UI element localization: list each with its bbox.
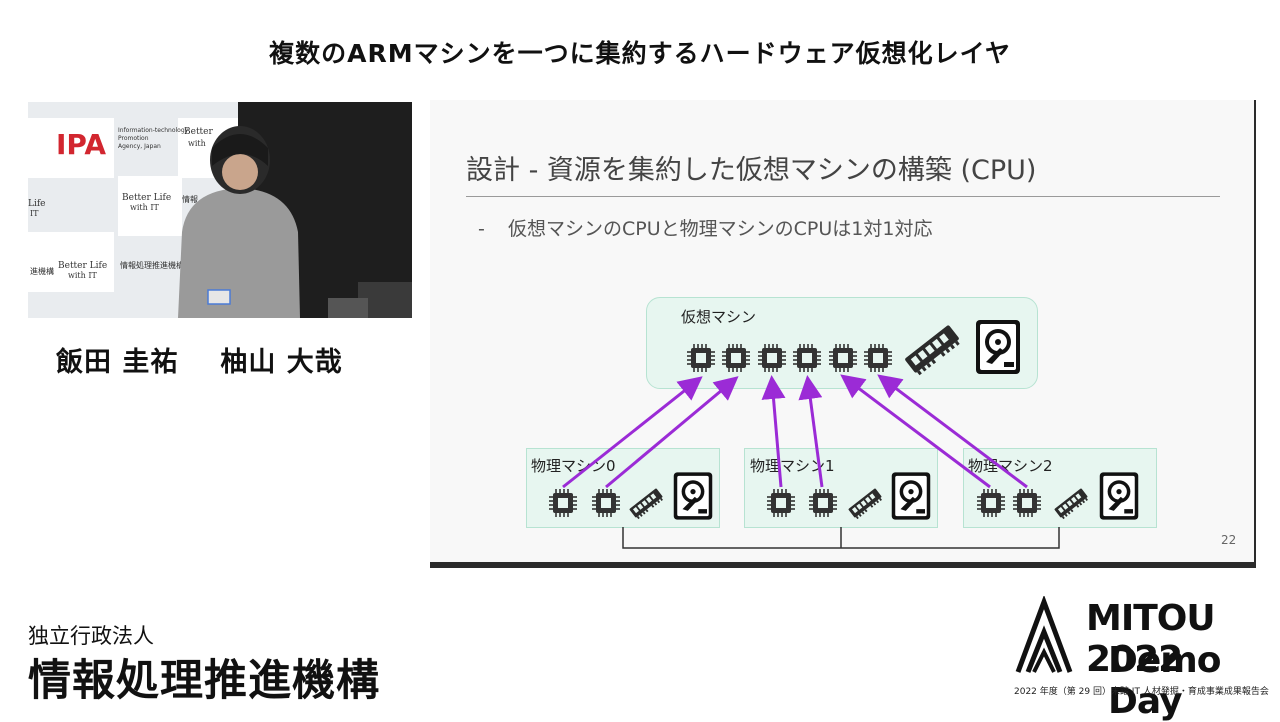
svg-text:Information-technology: Information-technology: [118, 127, 189, 134]
page-title: 複数のARMマシンを一つに集約するハードウェア仮想化レイヤ: [269, 39, 1011, 68]
svg-text:Better Life: Better Life: [122, 193, 171, 203]
svg-text:Better: Better: [184, 127, 213, 137]
slide-title: 設計 - 資源を集約した仮想マシンの構築 (CPU): [466, 155, 1037, 186]
svg-text:Life: Life: [28, 199, 46, 209]
svg-text:Agency, Japan: Agency, Japan: [118, 143, 161, 150]
org-name: 情報処理推進機構: [28, 656, 380, 706]
svg-text:IT: IT: [30, 209, 39, 218]
org-subtitle: 独立行政法人: [28, 624, 154, 648]
virtual-machine-label: 仮想マシン: [681, 308, 757, 326]
svg-text:with: with: [188, 139, 206, 148]
svg-text:with IT: with IT: [130, 203, 159, 212]
mitou-mountain-logo: [1015, 596, 1073, 673]
presenter-badge: [207, 289, 231, 305]
presenter-body: [178, 188, 300, 318]
video-frame: IPA Information-technology Promotion Age…: [28, 102, 412, 318]
backdrop-tile: [28, 118, 114, 178]
physical-machine-label: 物理マシン2: [968, 457, 1053, 475]
slide-page-number: 22: [1221, 533, 1237, 547]
ipa-logo: IPA: [56, 128, 106, 161]
event-caption: 2022 年度（第 29 回）未踏 IT 人材発掘・育成事業成果報告会: [1014, 687, 1269, 697]
virtual-machine-box: [646, 297, 1038, 389]
network-line: [622, 527, 1060, 549]
speaker-names: 飯田 圭祐 柚山 大哉: [56, 340, 385, 379]
speaker-name: 飯田 圭祐: [56, 347, 179, 378]
svg-text:情報: 情報: [182, 194, 198, 204]
speaker-name: 柚山 大哉: [220, 347, 343, 378]
mitou-title: MITOU 2022: [1086, 598, 1216, 680]
physical-machine-label: 物理マシン1: [750, 457, 835, 475]
svg-text:情報処理推進機構: 情報処理推進機構: [120, 260, 184, 270]
slide-divider: [466, 196, 1220, 197]
svg-text:進機構: 進機構: [30, 266, 54, 276]
backdrop-tile: [118, 176, 182, 236]
svg-text:Promotion: Promotion: [118, 135, 149, 142]
svg-text:with IT: with IT: [68, 271, 97, 280]
slide-bullet: -仮想マシンのCPUと物理マシンのCPUは1対1対応: [478, 218, 933, 240]
speaker-video: IPA Information-technology Promotion Age…: [28, 102, 412, 318]
backdrop-tile: [28, 232, 114, 292]
svg-text:Better Life: Better Life: [58, 261, 107, 271]
mitou-subtitle: Demo Day: [1108, 640, 1222, 722]
